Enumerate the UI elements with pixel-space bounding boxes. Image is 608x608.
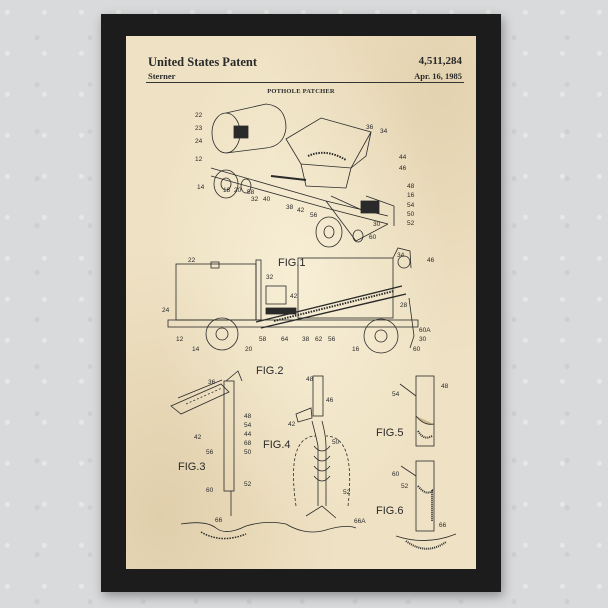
fig5-drawing: FIG.5	[376, 375, 435, 447]
fig3-ref-36: 36	[208, 379, 216, 386]
ref-46: 46	[399, 165, 407, 172]
fig2-reference-numbers: 22 32 34 46 28 24 42 12 14 20 58 64 38 6…	[162, 252, 435, 353]
fig2-label: FIG.2	[256, 365, 284, 377]
fig2-ref-22: 22	[188, 257, 196, 264]
fig3-ref-60: 60	[206, 487, 214, 494]
fig2-ref-32: 32	[266, 274, 274, 281]
fig3-ref-48: 48	[244, 413, 252, 420]
fig3-ref-52: 52	[244, 481, 252, 488]
fig2-ref-30: 30	[419, 336, 427, 343]
fig2-ref-24: 24	[162, 307, 170, 314]
fig1-label: FIG.1	[278, 257, 306, 269]
ref-50: 50	[407, 211, 415, 218]
fig1-drawing: FIG.1	[210, 103, 395, 269]
fig3-ref-54: 54	[244, 422, 252, 429]
ref-44: 44	[399, 154, 407, 161]
fig2-ref-60: 60	[413, 346, 421, 353]
patent-date: Apr. 16, 1985	[414, 71, 462, 81]
fig2-ref-16: 16	[352, 346, 360, 353]
fig2-ref-46: 46	[427, 257, 435, 264]
fig5-ref-48: 48	[441, 383, 449, 390]
ref-60: 60	[369, 234, 377, 241]
fig5-reference-numbers: 48 54	[392, 383, 449, 398]
fig4-drawing: FIG.4	[263, 375, 357, 533]
fig3-ref-50: 50	[244, 449, 252, 456]
ref-42: 42	[297, 207, 305, 214]
ref-32: 32	[251, 196, 259, 203]
ref-23: 23	[195, 125, 203, 132]
ref-36: 36	[366, 124, 374, 131]
ref-58: 58	[247, 189, 255, 196]
fig2-ref-12: 12	[176, 336, 184, 343]
patent-inventor: Sterner	[148, 71, 176, 81]
fig4-ref-50: 50	[332, 439, 340, 446]
fig4-ref-46: 46	[326, 397, 334, 404]
fig2-ref-38: 38	[302, 336, 310, 343]
ref-16: 16	[407, 192, 415, 199]
fig6-drawing: FIG.6	[376, 460, 457, 550]
fig4-ref-42: 42	[288, 421, 296, 428]
fig3-ref-68: 68	[244, 440, 252, 447]
fig2-ref-62: 62	[315, 336, 323, 343]
fig6-ref-52: 52	[401, 483, 409, 490]
fig4-label: FIG.4	[263, 439, 291, 451]
fig3-ref-66: 66	[215, 517, 223, 524]
fig2-ref-28: 28	[400, 302, 408, 309]
ref-52: 52	[407, 220, 415, 227]
ref-22: 22	[195, 112, 203, 119]
fig2-ref-56: 56	[328, 336, 336, 343]
ref-12: 12	[195, 156, 203, 163]
fig6-label: FIG.6	[376, 505, 404, 517]
fig3-ref-44: 44	[244, 431, 252, 438]
ref-56: 56	[310, 212, 318, 219]
fig2-ref-58: 58	[259, 336, 267, 343]
fig2-ref-14: 14	[192, 346, 200, 353]
fig4-ref-48: 48	[306, 376, 314, 383]
ref-40: 40	[263, 196, 271, 203]
fig2-ref-20: 20	[245, 346, 253, 353]
fig6-reference-numbers: 60 52 66	[392, 471, 447, 529]
ref-30: 30	[373, 221, 381, 228]
fig4-ref-52: 52	[343, 489, 351, 496]
fig3-reference-numbers: 36 48 54 44 68 42 56 50 60 52 66	[194, 379, 252, 524]
fig2-drawing: FIG.2	[167, 247, 419, 377]
fig4-reference-numbers: 48 46 42 50 52 66A	[288, 376, 366, 525]
ref-18: 18	[223, 187, 231, 194]
fig4-ref-66a: 66A	[354, 518, 366, 525]
fig6-ref-66: 66	[439, 522, 447, 529]
fig1-reference-numbers: 22 23 24 12 14 18 20 58 32 40 38 42 56 3…	[195, 112, 415, 241]
fig2-ref-60a: 60A	[419, 327, 431, 334]
header-rule	[146, 82, 464, 83]
fig3-drawing: FIG.3	[170, 370, 287, 540]
drawing-title: POTHOLE PATCHER	[267, 88, 335, 95]
ref-14: 14	[197, 184, 205, 191]
ref-48: 48	[407, 183, 415, 190]
ref-34: 34	[380, 128, 388, 135]
fig5-label: FIG.5	[376, 427, 404, 439]
fig3-ref-56: 56	[206, 449, 214, 456]
fig2-ref-34: 34	[397, 252, 405, 259]
fig3-label: FIG.3	[178, 461, 206, 473]
patent-title: United States Patent	[148, 55, 258, 69]
ref-54: 54	[407, 202, 415, 209]
ref-20: 20	[234, 187, 242, 194]
ref-24: 24	[195, 138, 203, 145]
fig3-ref-42: 42	[194, 434, 202, 441]
patent-drawings: FIG.1 22 23 24 12 14 18 20 58 32 40 38 4…	[162, 103, 457, 550]
patent-print: United States Patent 4,511,284 Sterner A…	[126, 36, 476, 569]
patent-number: 4,511,284	[418, 55, 462, 67]
fig2-ref-64: 64	[281, 336, 289, 343]
fig6-ref-60: 60	[392, 471, 400, 478]
fig2-ref-42: 42	[290, 293, 298, 300]
ref-38: 38	[286, 204, 294, 211]
fig5-ref-54: 54	[392, 391, 400, 398]
